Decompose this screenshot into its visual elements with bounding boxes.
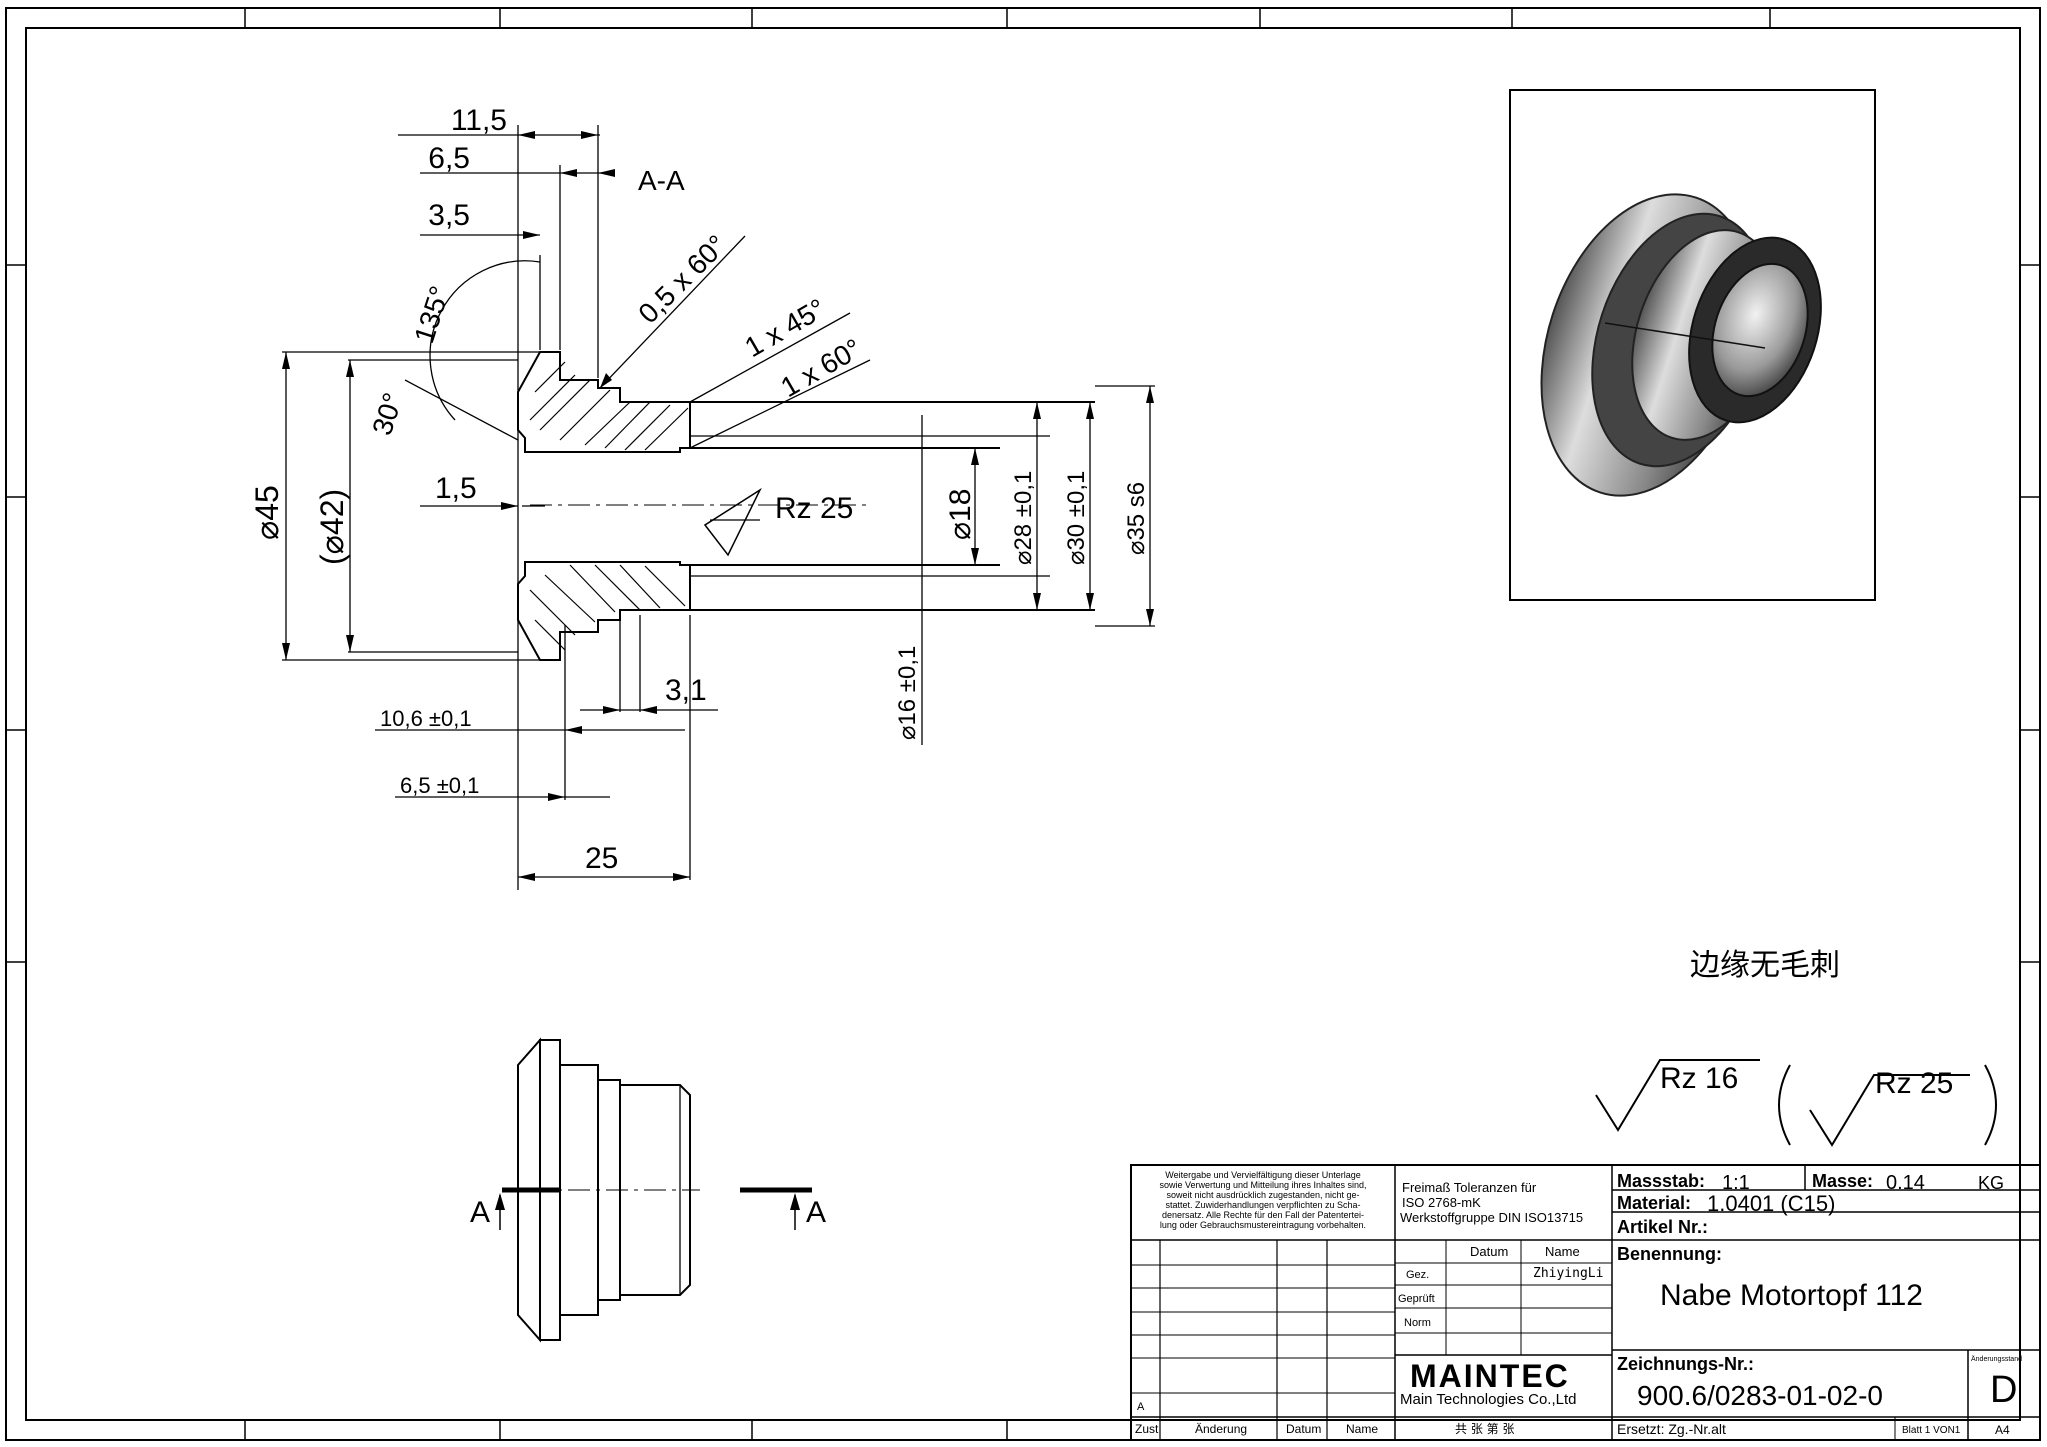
dimension-lines: [282, 125, 1155, 890]
sheet-frame: [5, 7, 2041, 1441]
dim-25: 25: [585, 842, 618, 875]
title-block: [1130, 1164, 2041, 1441]
tolerance-line: Werkstoffgruppe DIN ISO13715: [1400, 1210, 1583, 1225]
material-label: Material:: [1617, 1193, 1691, 1213]
cut-label-right: A: [806, 1196, 826, 1229]
dim-6-5-bottom: 6,5 ±0,1: [400, 773, 479, 798]
part-name: Nabe Motortopf 112: [1660, 1279, 1923, 1312]
rev-row-a: A: [1137, 1401, 1145, 1413]
section-a-a: [517, 351, 1095, 661]
disclaimer-line: lung oder Gebrauchsmustereintragung vorb…: [1160, 1220, 1366, 1230]
drawing-number: 900.6/0283-01-02-0: [1637, 1380, 1883, 1411]
dim-1-5: 1,5: [435, 472, 477, 505]
iso-view: [1509, 89, 1876, 601]
drawing-no-label: Zeichnungs-Nr.:: [1617, 1354, 1754, 1374]
surface-rz16: Rz 16: [1660, 1062, 1738, 1095]
scale-value: 1:1: [1722, 1172, 1750, 1194]
company-name: Main Technologies Co.,Ltd: [1400, 1391, 1577, 1408]
tolerance-line: ISO 2768-mK: [1402, 1195, 1481, 1210]
dim-3-5: 3,5: [428, 199, 470, 232]
material-value: 1.0401 (C15): [1707, 1191, 1835, 1216]
col-datum: Datum: [1470, 1244, 1508, 1259]
footer-aenderung: Änderung: [1195, 1422, 1247, 1436]
name-label: Benennung:: [1617, 1244, 1722, 1264]
footer-zust: Zust: [1135, 1422, 1159, 1436]
company-logo: MAINTEC: [1410, 1358, 1570, 1394]
dim-11-5: 11,5: [451, 104, 507, 137]
row-geprueft: Geprüft: [1398, 1293, 1435, 1305]
dim-6-5-top: 6,5: [428, 142, 470, 175]
roughness-rz25-section: Rz 25: [775, 492, 853, 525]
disclaimer: Weitergabe und Vervielfältigung dieser U…: [1159, 1170, 1366, 1230]
row-norm: Norm: [1404, 1317, 1431, 1329]
part-outline-upper: [517, 351, 691, 453]
tolerance-line: Freimaß Toleranzen für: [1402, 1180, 1537, 1195]
burr-note: 边缘无毛刺: [1690, 948, 1840, 983]
surface-symbols: [1595, 1059, 1997, 1147]
part-outline-lower: [517, 561, 691, 661]
dim-dia-18: ⌀18: [944, 489, 977, 540]
col-name: Name: [1545, 1244, 1580, 1259]
hatch-lines: [529, 361, 689, 651]
dim-dia-45: ⌀45: [249, 485, 285, 540]
surface-rz25: Rz 25: [1875, 1067, 1953, 1100]
dim-dia-35: ⌀35 s6: [1123, 482, 1150, 555]
sheet-count-cn: 共 张 第 张: [1455, 1422, 1514, 1436]
dim-angle-135: 135°: [408, 282, 455, 347]
arrowheads: [282, 131, 1154, 881]
dim-angle-30: 30°: [366, 389, 409, 439]
section-title: A-A: [638, 165, 685, 196]
cut-label-left: A: [470, 1196, 490, 1229]
dim-dia-16: ⌀16 ±0,1: [894, 646, 921, 740]
mass-label: Masse:: [1812, 1171, 1873, 1191]
article-label: Artikel Nr.:: [1617, 1217, 1708, 1237]
dim-3-1: 3,1: [665, 674, 707, 707]
sheet: Blatt 1 VON1: [1902, 1425, 1961, 1436]
scale-label: Massstab:: [1617, 1171, 1705, 1191]
dim-chamfer-0-5x60: 0,5 x 60°: [632, 229, 732, 329]
disclaimer-line: sowie Verwertung und Mitteilung ihres In…: [1159, 1180, 1366, 1190]
disclaimer-line: stattet. Zuwiderhandlungen verpflichten …: [1165, 1200, 1360, 1210]
dim-dia-28: ⌀28 ±0,1: [1010, 471, 1037, 565]
disclaimer-line: denersatz. Alle Rechte für den Fall der …: [1162, 1210, 1364, 1220]
disclaimer-line: Weitergabe und Vervielfältigung dieser U…: [1165, 1170, 1360, 1180]
side-view: [499, 1037, 812, 1343]
replaces: Ersetzt: Zg.-Nr.alt: [1617, 1421, 1726, 1437]
dim-10-6: 10,6 ±0,1: [380, 706, 472, 731]
drawn-by: ZhiyingLi: [1533, 1266, 1603, 1281]
revision-label: Änderungsstand: [1971, 1355, 2022, 1363]
row-gez: Gez.: [1406, 1269, 1429, 1281]
revision-value: D: [1990, 1369, 2017, 1411]
cut-arrows: [495, 1193, 800, 1210]
footer-datum: Datum: [1286, 1422, 1321, 1436]
paper-format: A4: [1995, 1423, 2010, 1437]
footer-name: Name: [1346, 1422, 1378, 1436]
dim-dia-30: ⌀30 ±0,1: [1063, 471, 1090, 565]
mass-value: 0.14: [1886, 1172, 1925, 1194]
disclaimer-line: soweit nicht ausdrücklich zugestanden, n…: [1166, 1190, 1359, 1200]
mass-unit: KG: [1978, 1173, 2004, 1193]
dim-dia-42: (⌀42): [314, 489, 350, 565]
